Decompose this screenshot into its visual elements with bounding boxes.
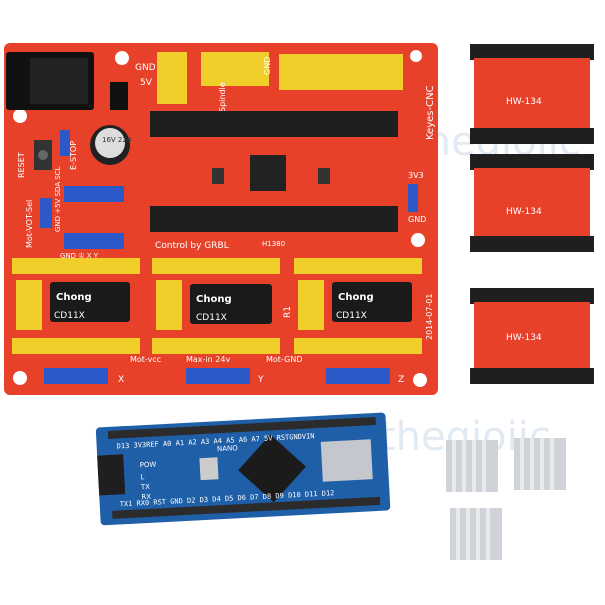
label-keyes-cnc: Keyes-CNC bbox=[425, 85, 436, 140]
small-capacitor-text: 16V 220 bbox=[102, 136, 131, 144]
nano-reset-button[interactable] bbox=[199, 457, 219, 481]
mounting-hole bbox=[115, 51, 129, 65]
mounting-hole bbox=[410, 50, 422, 62]
stepper-driver-2: HW-134 bbox=[470, 154, 594, 252]
label-x: X bbox=[118, 375, 124, 385]
driver-model: HW-134 bbox=[506, 333, 542, 343]
atmega-chip bbox=[238, 434, 306, 503]
capacitor-brand: Chong bbox=[196, 294, 232, 305]
heatsink bbox=[446, 440, 498, 492]
label-gnd-3v3: GND bbox=[408, 215, 426, 224]
label-z: Z bbox=[398, 375, 404, 385]
label-gnd-right: GND bbox=[263, 57, 272, 75]
arduino-header-top bbox=[150, 111, 398, 137]
vcc-select-pins bbox=[40, 198, 52, 228]
mounting-hole bbox=[13, 371, 27, 385]
label-3v3: 3V3 bbox=[408, 171, 424, 180]
nano-icsp-header bbox=[97, 454, 126, 496]
mounting-hole bbox=[411, 233, 425, 247]
spindle-header-yellow bbox=[157, 52, 403, 104]
estop-pins bbox=[60, 130, 70, 156]
label-rx: RX bbox=[141, 493, 151, 502]
label-control-by-grbl: Control by GRBL bbox=[155, 241, 229, 251]
3v3-pins bbox=[408, 184, 418, 212]
label-h1380: H1380 bbox=[262, 240, 285, 248]
capacitor-brand: Chong bbox=[338, 292, 374, 303]
motor-connector-x bbox=[44, 368, 108, 384]
label-y: Y bbox=[257, 375, 264, 385]
mini-usb-port bbox=[320, 439, 373, 482]
label-l: L bbox=[140, 473, 144, 481]
motor-connector-y bbox=[186, 368, 250, 384]
driver-socket-y bbox=[152, 258, 280, 354]
driver-model: HW-134 bbox=[506, 207, 542, 217]
driver-socket-z bbox=[294, 258, 422, 354]
capacitor-model: CD11X bbox=[336, 311, 367, 321]
label-mot-vcc: Mot-vcc bbox=[130, 355, 161, 364]
label-r1: R1 bbox=[283, 306, 293, 318]
reset-button-cap[interactable] bbox=[38, 150, 48, 160]
arduino-header-bottom bbox=[150, 206, 398, 232]
label-tx: TX bbox=[140, 483, 151, 492]
smd-component bbox=[318, 168, 330, 184]
cnc-shield-board: GND 5V GND Spindle Keyes-CNC RESET E-STO… bbox=[4, 43, 438, 395]
voltage-regulator bbox=[250, 155, 286, 191]
endstop-header-pins bbox=[64, 233, 124, 249]
smd-component bbox=[212, 168, 224, 184]
diode bbox=[110, 82, 128, 110]
small-capacitor-top bbox=[95, 128, 125, 158]
heatsink bbox=[514, 438, 566, 490]
capacitor-brand: Chong bbox=[56, 292, 92, 303]
label-5v: 5V bbox=[140, 78, 153, 88]
capacitor-model: CD11X bbox=[196, 313, 227, 323]
label-mot-gnd: Mot-GND bbox=[266, 355, 302, 364]
stepper-driver-1: HW-134 bbox=[470, 44, 594, 144]
nano-top-header bbox=[107, 416, 376, 439]
mounting-hole bbox=[413, 373, 427, 387]
label-estop: E-STOP bbox=[69, 141, 78, 170]
motor-connector-z bbox=[326, 368, 390, 384]
nano-bottom-header bbox=[112, 496, 381, 519]
driver-model: HW-134 bbox=[506, 97, 542, 107]
label-gnd: GND bbox=[135, 63, 156, 73]
heatsinks bbox=[446, 438, 566, 560]
label-nano: NANO bbox=[217, 444, 239, 453]
label-spindle: Spindle bbox=[218, 82, 227, 112]
label-mot-vcc-sel: Mot-VOT-Sel bbox=[25, 200, 34, 248]
label-reset: RESET bbox=[17, 152, 26, 178]
driver-socket-x bbox=[12, 258, 140, 354]
capacitor-model: CD11X bbox=[54, 311, 85, 321]
label-gnd-xyz: GND ① X Y bbox=[60, 252, 99, 260]
stepper-driver-3: HW-134 bbox=[470, 288, 594, 384]
label-pow: POW bbox=[140, 460, 157, 469]
i2c-header-pins bbox=[64, 186, 124, 202]
label-i2c: GND +5V SDA SCL bbox=[54, 166, 62, 232]
heatsink bbox=[450, 508, 502, 560]
dc-power-jack-body bbox=[30, 58, 88, 104]
label-date: 2014-07-01 bbox=[425, 294, 434, 341]
mounting-hole bbox=[13, 109, 27, 123]
label-max-in: Max-in 24v bbox=[186, 355, 230, 364]
arduino-nano: D13 3V3REF A0 A1 A2 A3 A4 A5 A6 A7 5V RS… bbox=[95, 412, 391, 526]
